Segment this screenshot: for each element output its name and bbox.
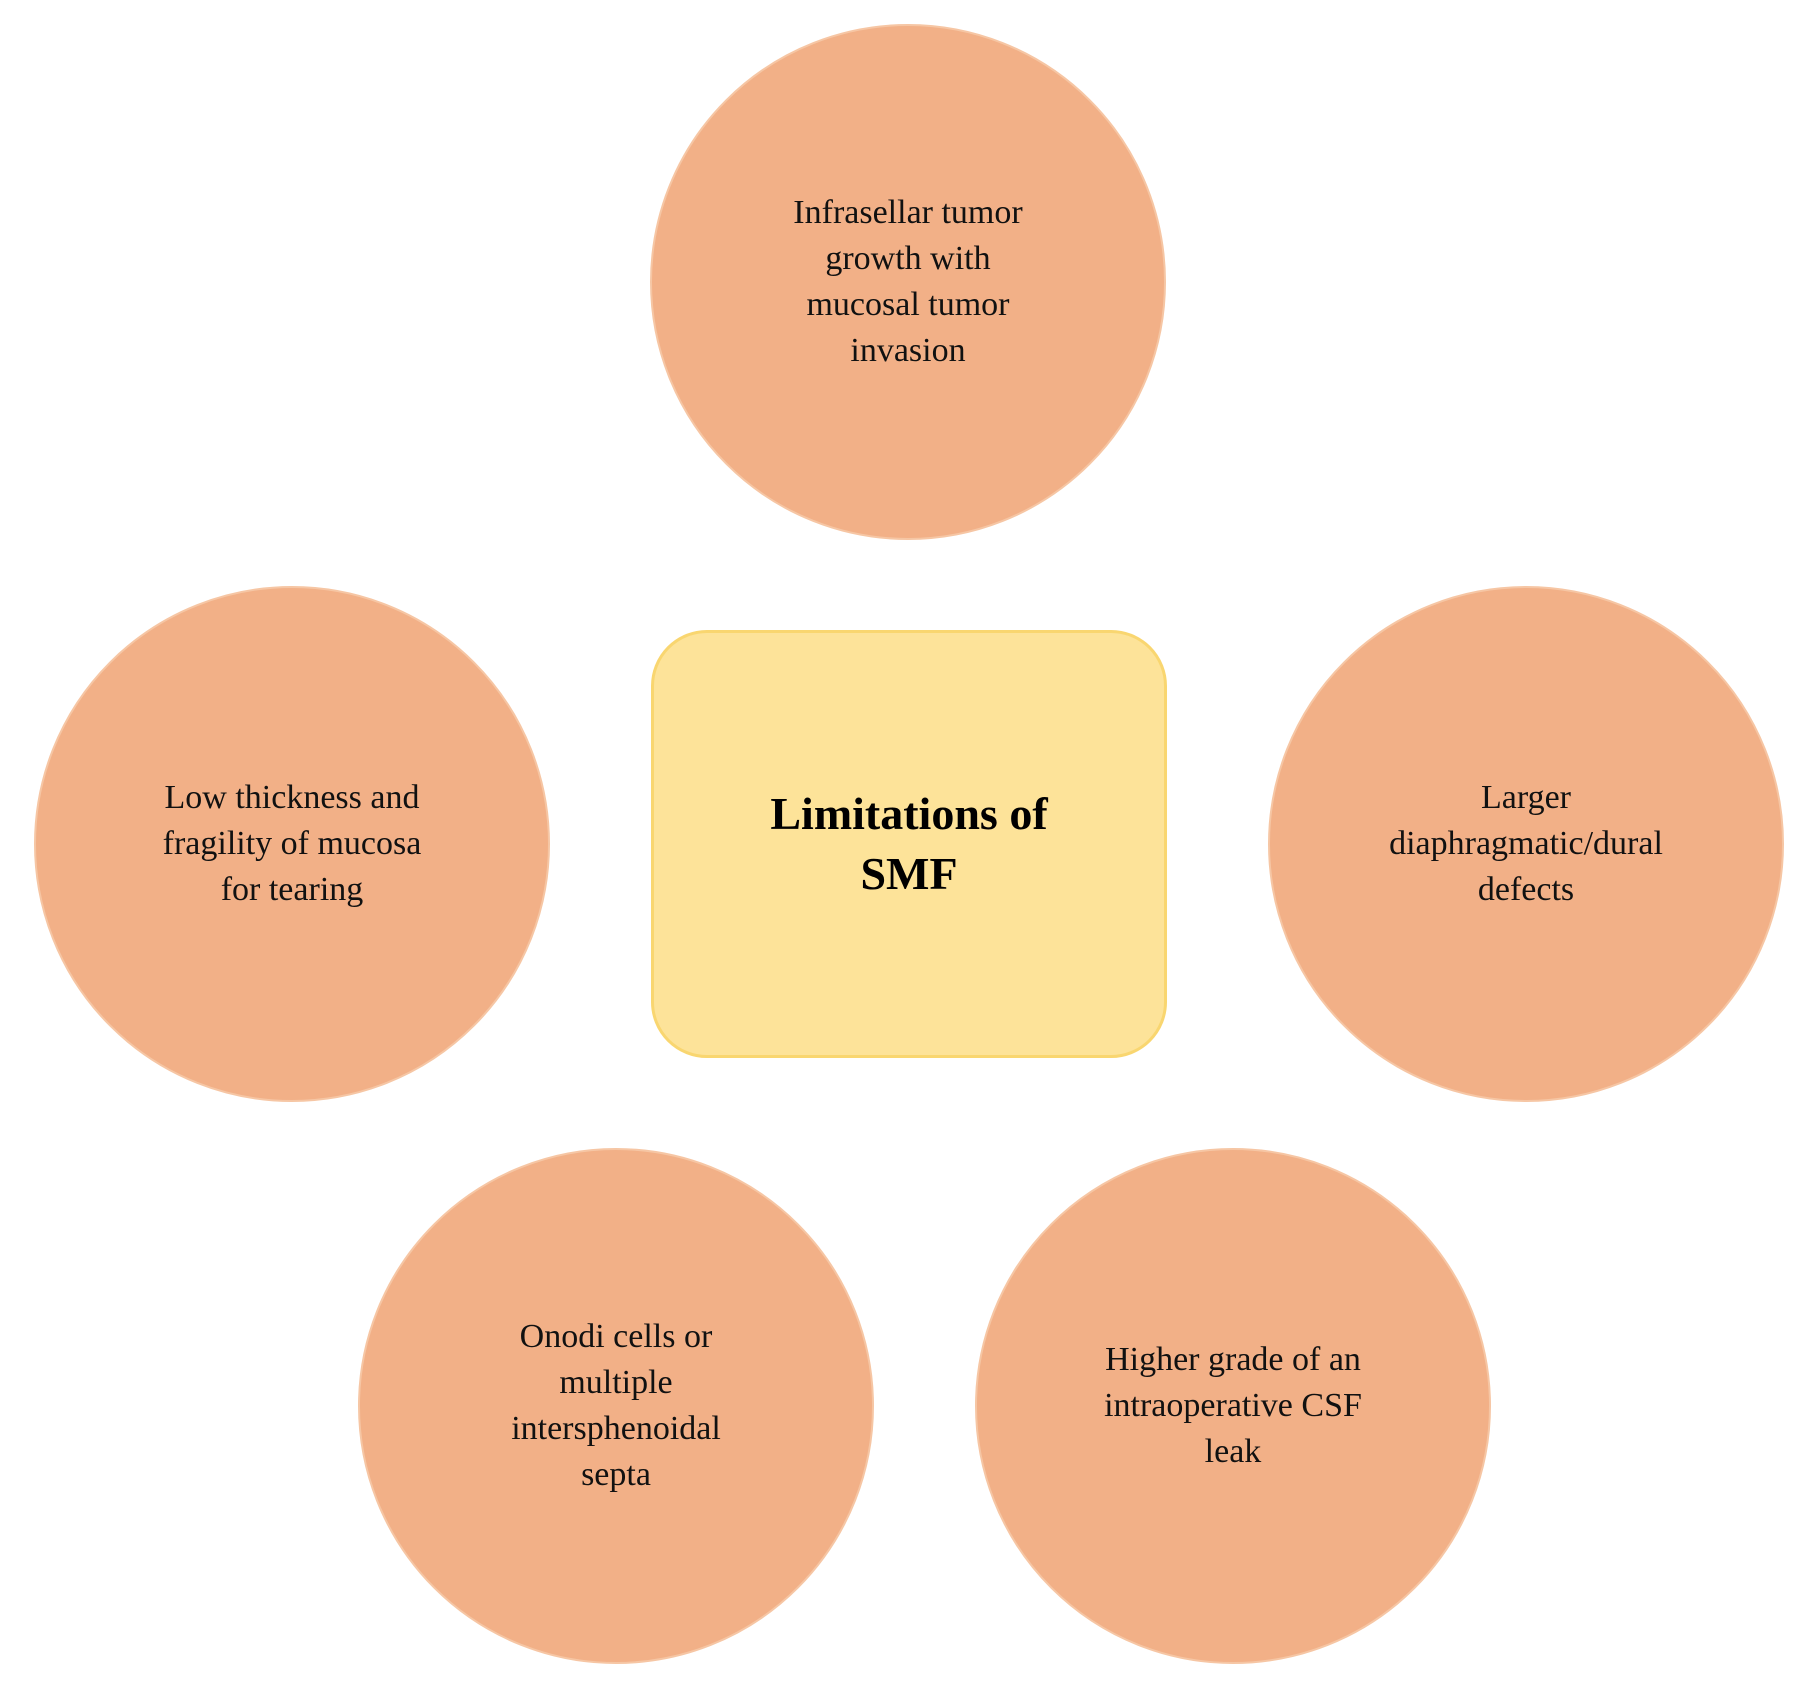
limitation-circle-csf-leak: Higher grade of an intraoperative CSF le… — [975, 1148, 1491, 1664]
limitation-label: Onodi cells or multiple intersphenoidal … — [511, 1318, 721, 1493]
central-concept-title: Limitations of SMF — [770, 788, 1048, 899]
limitation-circle-dural-defects: Larger diaphragmatic/dural defects — [1268, 586, 1784, 1102]
limitation-label: Infrasellar tumor growth with mucosal tu… — [793, 194, 1023, 369]
limitation-circle-infrasellar-growth: Infrasellar tumor growth with mucosal tu… — [650, 24, 1166, 540]
limitation-circle-onodi-cells: Onodi cells or multiple intersphenoidal … — [358, 1148, 874, 1664]
limitation-label: Higher grade of an intraoperative CSF le… — [1104, 1341, 1362, 1470]
limitation-circle-mucosa-fragility: Low thickness and fragility of mucosa fo… — [34, 586, 550, 1102]
limitation-label: Low thickness and fragility of mucosa fo… — [162, 779, 422, 908]
limitation-label: Larger diaphragmatic/dural defects — [1389, 779, 1663, 908]
central-concept-box: Limitations of SMF — [651, 630, 1167, 1058]
